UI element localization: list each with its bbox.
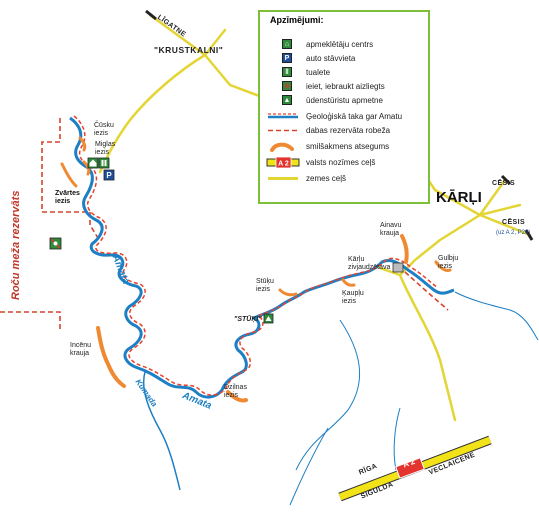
- sandstone-outcrop: [270, 142, 294, 152]
- reserve-border-line: [41, 118, 99, 239]
- legend-item-reserve-border: dabas rezervāta robeža: [260, 124, 428, 137]
- no-entry-icon: ⊘: [282, 81, 292, 91]
- legend-item-geological-trail: Ģeoloģiskā taka gar Amatu: [260, 110, 428, 123]
- a2-badge: A 2: [278, 161, 289, 168]
- visitor-cluster: P: [87, 157, 115, 181]
- road-end-mark: [500, 174, 512, 186]
- geological-trail-line: [268, 113, 298, 119]
- state-road-a2: A 2: [266, 156, 300, 169]
- stream: [393, 407, 401, 471]
- legend-item-water-tourist: ▲ ūdenstūristu apmetne: [260, 94, 428, 107]
- road-end-markers: [145, 9, 534, 241]
- road-north: [203, 28, 227, 57]
- road-cesis-east: [478, 213, 532, 237]
- reserve-border-line: [0, 311, 61, 330]
- legend-item-label: tualete: [306, 68, 331, 77]
- dirt-road-line: [268, 177, 298, 180]
- sandstone-incenu: [96, 326, 126, 388]
- label-dzilnas: Dzilnas iezis: [224, 384, 247, 399]
- road-end-mark: [145, 9, 157, 21]
- sandstone-outcrops: [60, 136, 452, 403]
- label-cusku: Čūsku iezis: [94, 122, 114, 137]
- legend-title: Apzīmējumi:: [270, 15, 324, 25]
- parking-icon: P: [282, 53, 292, 63]
- road-cesis-north: [478, 178, 507, 217]
- geological-trail: [73, 115, 439, 396]
- road-krustkalni-zvartes: [98, 53, 207, 174]
- toilet-icon: ‖: [282, 67, 292, 77]
- legend-item-label: ūdenstūristu apmetne: [306, 96, 383, 105]
- label-miglas: Miglas iezis: [95, 141, 116, 156]
- sandstone-cusku: [78, 136, 87, 152]
- legend-item-label: ieiet, iebraukt aizliegts: [306, 82, 385, 91]
- reserve-border: [0, 118, 449, 330]
- sandstone-ainavu: [400, 234, 409, 264]
- legend-item-label: dabas rezervāta robeža: [306, 126, 391, 135]
- legend-item-label: smilšakmens atsegums: [306, 142, 390, 151]
- label-cesis-east: CĒSIS: [502, 219, 526, 226]
- label-ainavu: Ainavu krauja: [380, 222, 402, 237]
- reserve-border-line: [404, 271, 449, 311]
- label-zvartes: Zvārtes iezis: [55, 190, 80, 205]
- visitor-centre-icon: ⌂: [282, 39, 292, 49]
- road-karli-south: [398, 213, 482, 422]
- legend-item-label: zemes ceļš: [306, 174, 347, 183]
- label-karlu-dam: Kārļu zivjaudzētava: [348, 256, 391, 271]
- stream: [295, 319, 360, 471]
- legend-item-sandstone: smilšakmens atsegums: [260, 140, 428, 153]
- water-tourist-icon: ▲: [282, 95, 292, 105]
- stream: [454, 291, 539, 341]
- legend-item-parking: P auto stāvvieta: [260, 52, 428, 65]
- sandstone-dzilnas: [226, 390, 248, 403]
- legend-item-toilet: ‖ tualete: [260, 66, 428, 79]
- sandstone-zvartes: [60, 162, 78, 188]
- road-dam: [378, 266, 402, 277]
- legend-item-label: apmeklētāju centrs: [306, 40, 374, 49]
- legend-item-label: auto stāvvieta: [306, 54, 356, 63]
- state-road-a2: [338, 435, 492, 502]
- sandstone-kaupju: [341, 278, 356, 287]
- legend-item-state-road: A 2 valsts nozīmes ceļš: [260, 156, 428, 169]
- legend-item-visitor-centre: ⌂ apmeklētāju centrs: [260, 38, 428, 51]
- legend-item-dirt-road: zemes ceļš: [260, 172, 428, 185]
- kumada-river: [143, 371, 181, 491]
- label-cesis-north: CĒSIS: [492, 180, 516, 187]
- legend-item-label: valsts nozīmes ceļš: [306, 158, 376, 167]
- label-stuki: "STŪĶI": [234, 316, 262, 323]
- legend: Apzīmējumi: ⌂ apmeklētāju centrs P auto …: [258, 10, 430, 204]
- a2-shield-icon: [395, 457, 425, 479]
- label-stuku: Stūķu iezis: [256, 278, 274, 293]
- water-tourist-icon: [263, 313, 274, 324]
- sandstone-stuku: [278, 288, 298, 297]
- label-reserve: Roču meža rezervāts: [10, 190, 22, 300]
- stream: [289, 427, 329, 506]
- parking-icon: [103, 169, 115, 181]
- legend-item-label: Ģeoloģiskā taka gar Amatu: [306, 112, 403, 121]
- svg-text:P: P: [106, 171, 112, 180]
- reserve-border-line: [268, 129, 298, 132]
- label-kaupju: Ķaupļu iezis: [342, 290, 364, 305]
- label-krustkalni: "KRUSTKALNI": [154, 45, 224, 55]
- label-cesis-ref: (uz A 2, P20): [496, 230, 531, 236]
- label-karli: KĀRĻI: [436, 189, 482, 206]
- fish-farm-building: [392, 262, 404, 273]
- label-gulbju: Gulbju iezis: [438, 255, 459, 270]
- legend-item-no-entry: ⊘ ieiet, iebraukt aizliegts: [260, 80, 428, 93]
- no-entry-icon: [49, 237, 62, 250]
- amata-river: [69, 116, 455, 399]
- toilet-icon: [98, 157, 110, 169]
- label-incenu: Incēnu krauja: [70, 342, 92, 357]
- sandstone-gulbju: [434, 260, 452, 272]
- road-end-mark: [524, 229, 534, 241]
